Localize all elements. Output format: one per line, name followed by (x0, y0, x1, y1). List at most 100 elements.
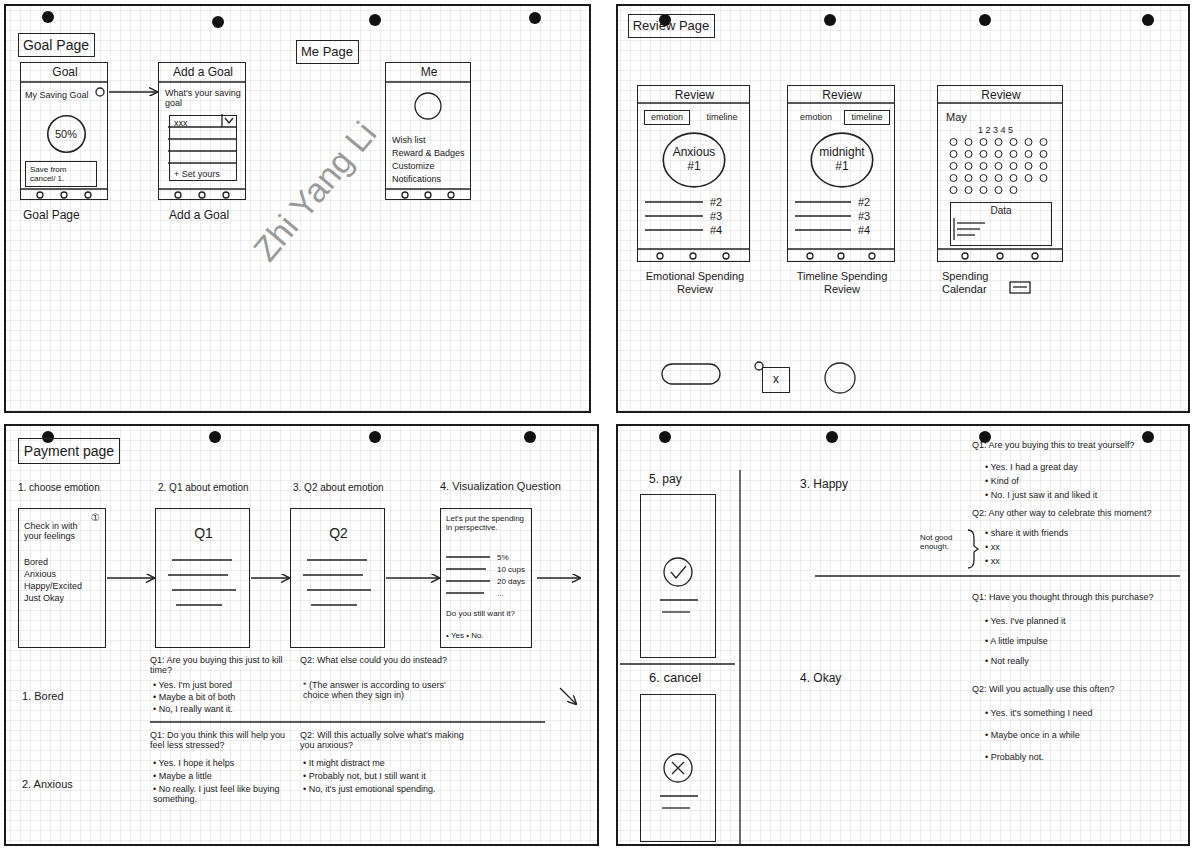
screen-text: timeline (851, 112, 882, 122)
emotion-label: 4. Okay (800, 672, 870, 686)
option-text: • Maybe a bit of both (153, 692, 295, 702)
screen-text: My Saving Goal (25, 90, 97, 100)
screen-text: Reward & Badges (392, 148, 468, 158)
divider-line (739, 470, 740, 845)
screen-text: Just Okay (24, 593, 102, 603)
option-text: • Yes. I'm just bored (153, 680, 295, 690)
question-text: Q2: Will you actually use this often? (972, 684, 1184, 694)
screen-text: Wish list (392, 135, 468, 145)
table-row (168, 138, 236, 139)
option-text: • Maybe a little (153, 771, 295, 781)
binder-hole (42, 11, 54, 23)
screen-text: Review (938, 89, 1064, 103)
binder-hole (42, 431, 54, 443)
nav-dot (448, 192, 454, 198)
nav-dot (175, 192, 181, 198)
screen-text: Q1 (156, 525, 251, 541)
flow-arrow (109, 91, 157, 93)
value-line (446, 556, 490, 557)
option-text: • Probably not. (985, 752, 1180, 762)
label-box: timeline (844, 110, 890, 125)
screen-text: Review Page (633, 19, 710, 34)
screen-text: #2 (858, 196, 888, 209)
screen-text: Emotional Spending Review (640, 270, 750, 295)
binder-hole (979, 14, 991, 26)
option-line (307, 559, 367, 560)
label-box: xxx+ Set yours (169, 115, 237, 181)
screen-text: • Yes • No. (446, 631, 530, 640)
circle-outline-path (663, 133, 724, 187)
paper-panel (617, 425, 1189, 845)
nav-dot (223, 192, 229, 198)
screen-text: Goal (21, 66, 109, 80)
phone-mockup: Q1 (155, 508, 250, 648)
question-text: Q1: Do you think this will help you feel… (150, 730, 295, 751)
screen-text: Do you still want it? (446, 609, 530, 618)
phone-mockup: GoalMy Saving GoalGoal Page50%Save from … (20, 62, 108, 200)
question-text: Q2: Any other way to celebrate this mome… (972, 508, 1184, 518)
screen-text: ... (497, 589, 531, 598)
label-box: Goal Page (18, 33, 95, 57)
check-circle (664, 558, 692, 586)
nav-dot (807, 253, 813, 259)
nav-dot (199, 192, 205, 198)
screen-text: Anxious (673, 146, 716, 160)
data-line (957, 234, 975, 235)
add-icon (96, 88, 104, 96)
paper-panel (617, 5, 1189, 412)
phone-mockup: Reviewtimeline#2#3#4Emotional Spending R… (637, 85, 750, 262)
question-text: Q1: Are you buying this to treat yoursel… (972, 440, 1184, 450)
list-line (795, 201, 851, 202)
nav-dot (402, 192, 408, 198)
screen-text: Customize (392, 161, 468, 171)
phone-mockup: Reviewemotion#2#3#4Timeline Spending Rev… (787, 85, 895, 262)
option-line (307, 589, 371, 590)
screen-text: Timeline Spending Review (788, 270, 896, 295)
calendar-grid (946, 184, 1021, 196)
option-text: • Yes. I hope it helps (153, 758, 295, 768)
nav-dot (425, 192, 431, 198)
binder-hole (209, 431, 221, 443)
emotion-label: 3. Happy (800, 478, 880, 492)
binder-hole (824, 14, 836, 26)
header-line (385, 81, 471, 82)
nav-dot (838, 253, 844, 259)
calendar-icon-line (1013, 286, 1027, 287)
dropdown-caret (225, 118, 233, 123)
screen-text: Q2 (291, 525, 386, 541)
list-line (795, 215, 851, 216)
nav-dot (869, 253, 875, 259)
data-line (953, 218, 954, 240)
screen-text: xxx (174, 118, 204, 128)
nav-line (385, 188, 471, 189)
option-line (176, 604, 222, 605)
option-text: • Not really (985, 656, 1180, 666)
cross-circle (664, 754, 692, 782)
calendar-icon (1010, 282, 1030, 293)
value-line (446, 592, 484, 593)
header-line (158, 81, 246, 82)
screen-text: 1 2 3 4 5 (978, 125, 1058, 135)
nav-line (20, 188, 108, 189)
nav-line (158, 188, 246, 189)
nav-dot (690, 253, 696, 259)
option-line (172, 589, 236, 590)
screen-text: 6. cancel (649, 671, 719, 686)
header-line (637, 102, 750, 103)
text-line (660, 599, 698, 600)
binder-hole (369, 14, 381, 26)
step-label: 4. Visualization Question (440, 480, 595, 493)
option-text: • No, I really want it. (153, 704, 295, 714)
option-text: • It might distract me (303, 758, 471, 768)
screen-text: Save from cancel/ 1. (30, 165, 94, 183)
screen-text: Add a Goal (169, 209, 247, 223)
screen-text: 20 days (497, 577, 531, 586)
nav-line (937, 248, 1063, 249)
option-text: • Yes. I've planned it (985, 616, 1180, 626)
option-text: • Probably not, but I still want it (303, 771, 471, 781)
step-label: 2. Q1 about emotion (158, 482, 288, 494)
step-label: 3. Q2 about emotion (293, 482, 423, 494)
nav-dot (997, 253, 1003, 259)
option-line (303, 574, 363, 575)
